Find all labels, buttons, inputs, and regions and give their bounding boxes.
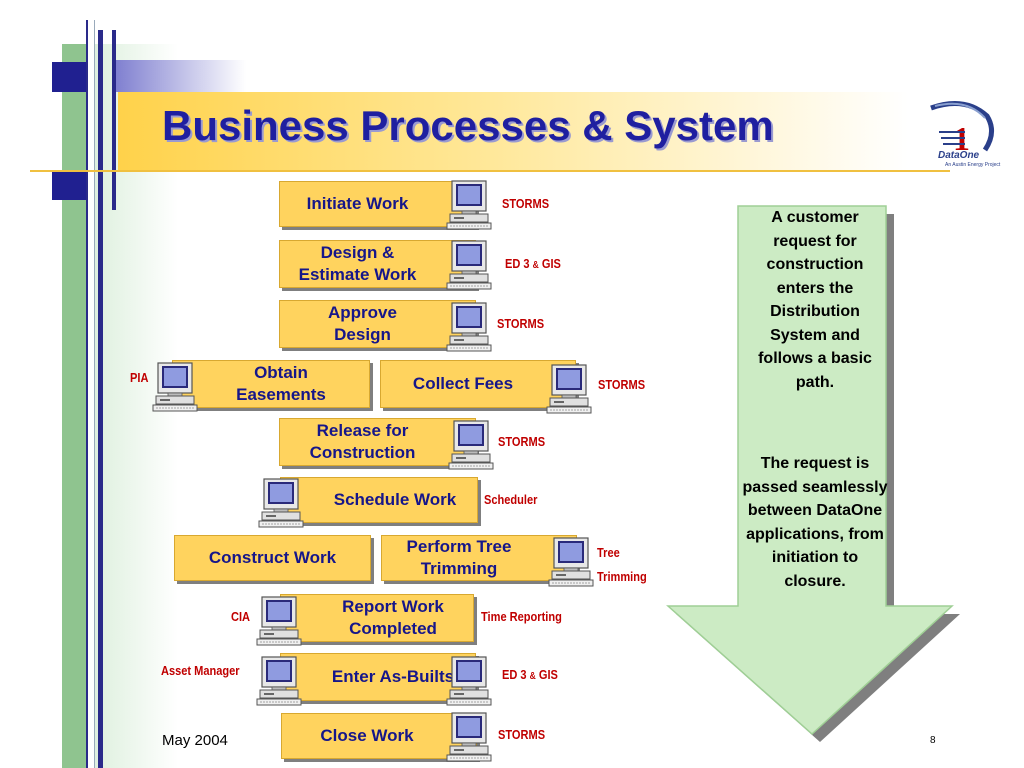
step-collect-fees: Collect Fees bbox=[380, 360, 576, 408]
blue-square-bottom bbox=[52, 172, 86, 200]
dataone-logo-icon: 1 bbox=[930, 101, 994, 158]
side-note: A customer request for construction ente… bbox=[742, 206, 888, 593]
blue-square-top bbox=[52, 62, 86, 92]
computer-icon bbox=[258, 478, 304, 528]
process-flow-arrow bbox=[666, 205, 960, 742]
computer-icon bbox=[256, 596, 302, 646]
system-label-pia: PIA bbox=[130, 370, 149, 385]
vertical-rule-1 bbox=[86, 20, 95, 768]
computer-icon bbox=[152, 362, 198, 412]
left-green-bar bbox=[62, 44, 88, 768]
system-label-storms: STORMS bbox=[498, 727, 546, 742]
system-label-scheduler: Scheduler bbox=[484, 492, 538, 507]
system-label-ed3-gis: ED 3 & GIS bbox=[505, 256, 561, 271]
computer-icon bbox=[446, 302, 492, 352]
logo-name: DataOne bbox=[938, 150, 980, 161]
title-band bbox=[118, 92, 950, 170]
computer-icon bbox=[446, 656, 492, 706]
system-label-storms: STORMS bbox=[498, 434, 546, 449]
step-schedule-work: Schedule Work bbox=[280, 477, 478, 523]
side-note-paragraph-1: A customer request for construction ente… bbox=[758, 209, 872, 391]
computer-icon bbox=[446, 240, 492, 290]
computer-icon bbox=[446, 712, 492, 762]
side-note-paragraph-2: The request is passed seamlessly between… bbox=[742, 455, 888, 590]
step-close-work: Close Work bbox=[281, 713, 477, 759]
computer-icon bbox=[448, 420, 494, 470]
footer-date: May 2004 bbox=[162, 732, 228, 749]
system-label-cia: CIA bbox=[231, 609, 251, 624]
vertical-rule-3 bbox=[112, 30, 116, 210]
system-label-time-reporting: Time Reporting bbox=[481, 609, 562, 624]
system-label-storms: STORMS bbox=[497, 316, 545, 331]
step-enter-as-builts: Enter As-Builts bbox=[280, 653, 476, 701]
step-initiate-work: Initiate Work bbox=[279, 181, 476, 227]
page-number: 8 bbox=[930, 735, 936, 746]
blue-accent-strip bbox=[116, 60, 246, 92]
computer-icon bbox=[548, 537, 594, 587]
svg-text:1: 1 bbox=[953, 121, 970, 158]
slide-title: Business Processes & System bbox=[162, 102, 774, 149]
system-label-asset-manager: Asset Manager bbox=[161, 663, 240, 678]
step-design-estimate: Design &Estimate Work bbox=[279, 240, 476, 288]
vertical-rule-2 bbox=[98, 30, 103, 768]
system-label-ed3-gis: ED 3 & GIS bbox=[502, 667, 558, 682]
step-construct-work: Construct Work bbox=[174, 535, 371, 581]
computer-icon bbox=[256, 656, 302, 706]
system-label-storms: STORMS bbox=[598, 377, 646, 392]
computer-icon bbox=[446, 180, 492, 230]
title-underline bbox=[30, 170, 950, 172]
logo-tagline: An Austin Energy Project bbox=[945, 162, 1001, 168]
computer-icon bbox=[546, 364, 592, 414]
system-label-storms: STORMS bbox=[502, 196, 550, 211]
